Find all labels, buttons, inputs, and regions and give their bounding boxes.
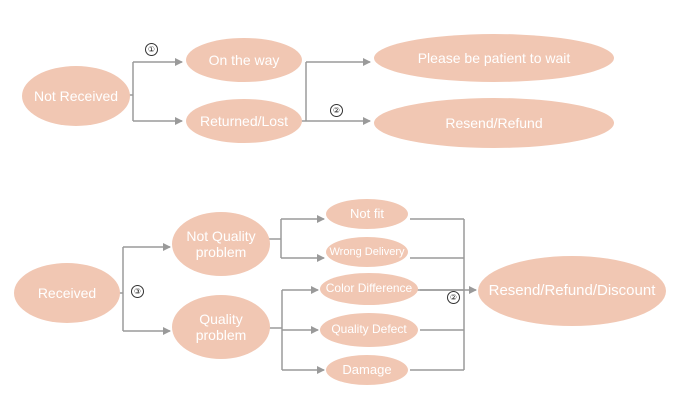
step-badge-1: ① xyxy=(145,43,158,56)
node-on-the-way: On the way xyxy=(186,38,302,82)
node-damage: Damage xyxy=(326,355,408,385)
node-wrong-delivery: Wrong Delivery xyxy=(326,237,408,267)
node-resend-refund-discount: Resend/Refund/Discount xyxy=(478,256,666,326)
node-resend-refund: Resend/Refund xyxy=(374,98,614,148)
node-quality-problem: Quality problem xyxy=(172,295,270,359)
node-quality-defect: Quality Defect xyxy=(320,313,418,347)
node-please-be-patient: Please be patient to wait xyxy=(374,34,614,82)
step-badge-3: ③ xyxy=(131,285,144,298)
node-returned-lost: Returned/Lost xyxy=(186,99,302,143)
node-not-quality-problem: Not Quality problem xyxy=(172,212,270,276)
step-badge-2-top: ② xyxy=(330,104,343,117)
node-received: Received xyxy=(14,263,120,323)
node-color-difference: Color Difference xyxy=(320,273,418,305)
node-not-fit: Not fit xyxy=(326,199,408,229)
node-not-received: Not Received xyxy=(22,66,130,126)
step-badge-2-bottom: ② xyxy=(447,291,460,304)
